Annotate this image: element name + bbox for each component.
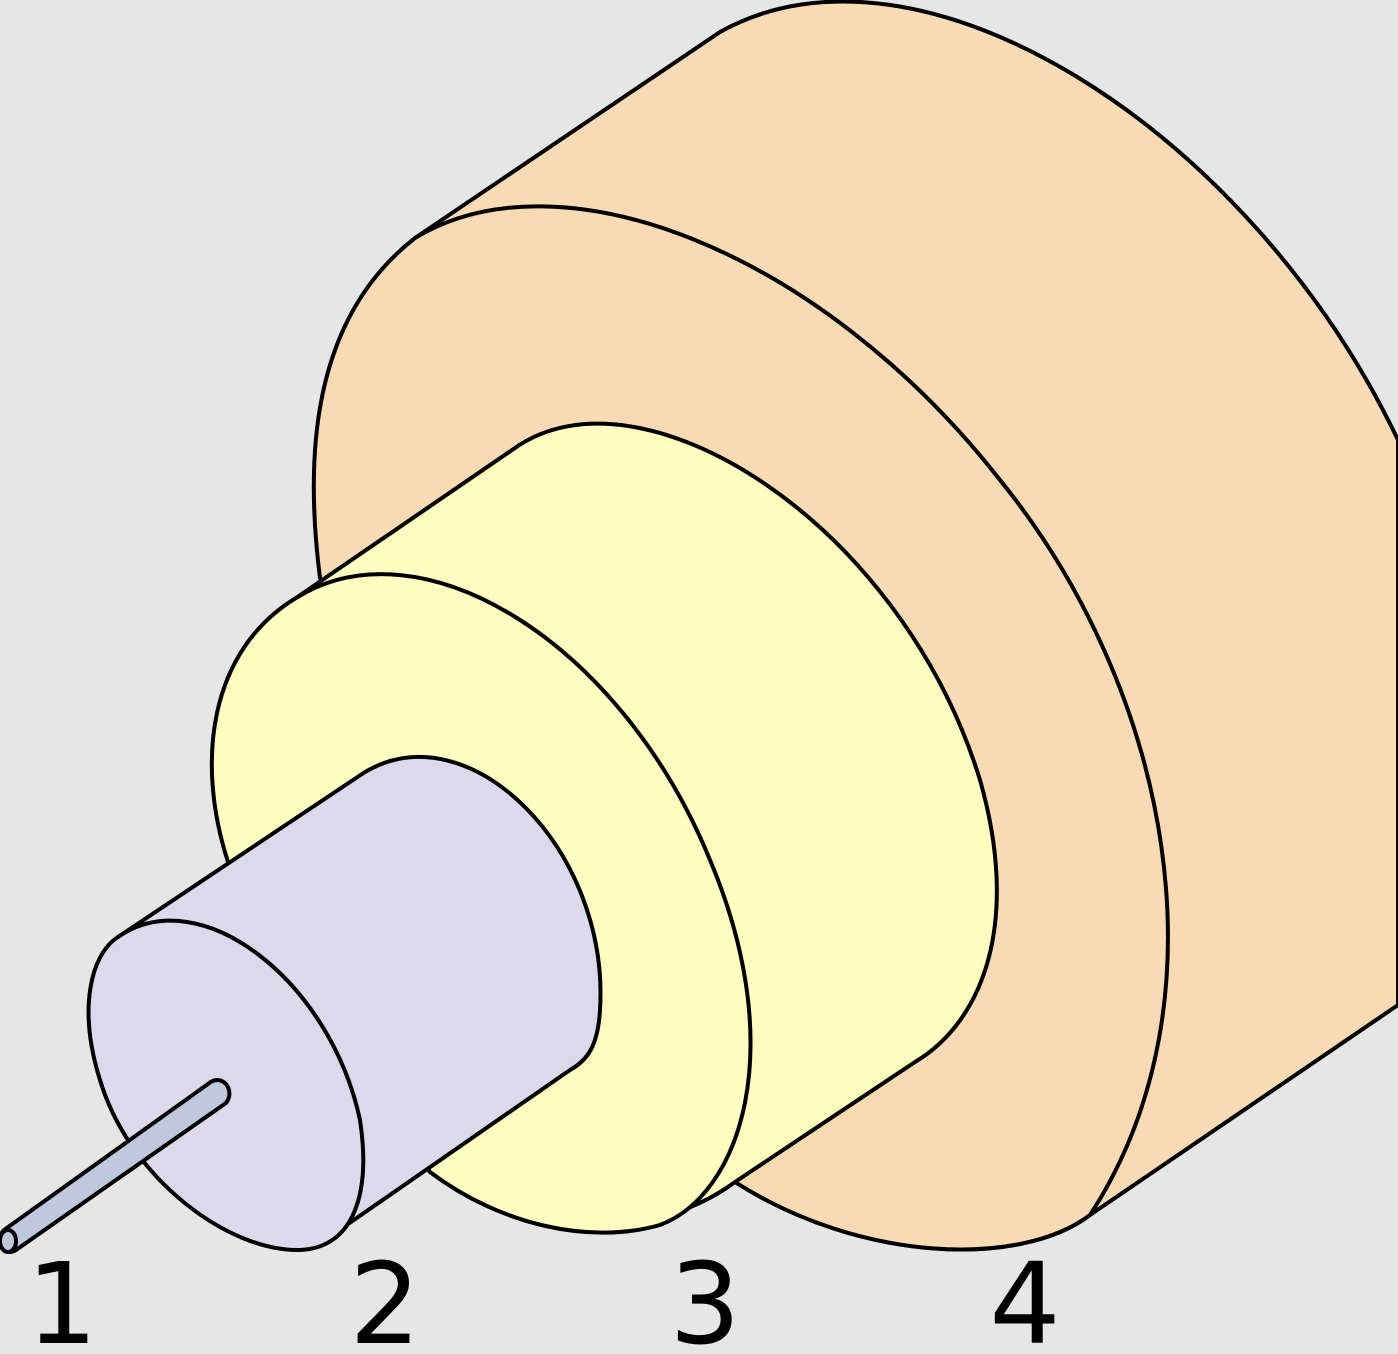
label-3: 3 [669, 1240, 740, 1354]
cladding-body [116, 755, 603, 1242]
label-4: 4 [989, 1240, 1060, 1354]
core-layer-1 [0, 1078, 232, 1254]
label-2: 2 [349, 1240, 420, 1354]
core-end-cap [0, 1228, 18, 1254]
label-1: 1 [26, 1240, 97, 1354]
